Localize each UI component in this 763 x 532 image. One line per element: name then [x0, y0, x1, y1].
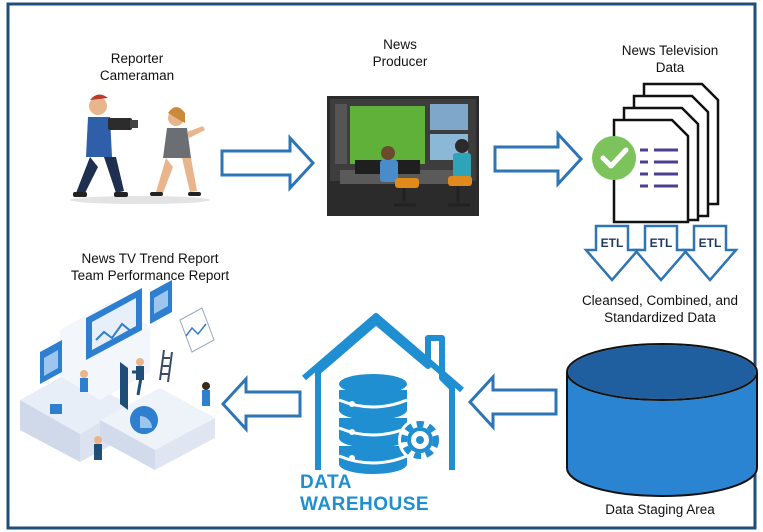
flow-arrow-warehouse-to-reports — [220, 375, 302, 433]
label-news-producer: News Producer — [372, 37, 428, 69]
database-cylinder-icon — [566, 343, 758, 497]
etl-label-2: ETL — [649, 236, 673, 250]
label-data-warehouse: DATA WAREHOUSE — [300, 472, 430, 515]
flow-arrow-staging-to-warehouse — [467, 373, 558, 431]
etl-label-3: ETL — [698, 236, 722, 250]
warehouse-house-icon — [302, 313, 464, 474]
database-stack-icon — [338, 374, 408, 474]
gear-icon — [398, 418, 442, 462]
flow-arrow-reporter-to-producer — [220, 134, 316, 192]
report-dashboard-illustration — [20, 280, 215, 470]
label-cleansed-data: Cleansed, Combined, and Standardized Dat… — [581, 293, 739, 325]
producer-studio-illustration — [327, 96, 479, 216]
label-reports: News TV Trend Report Team Performance Re… — [70, 251, 230, 283]
flow-arrow-producer-to-tv-data — [493, 130, 584, 188]
etl-arrow-1 — [583, 224, 641, 282]
diagram-frame — [6, 2, 757, 530]
etl-arrow-2 — [632, 224, 690, 282]
etl-label-1: ETL — [600, 236, 624, 250]
etl-arrow-3 — [681, 224, 739, 282]
etl-arrows — [583, 224, 739, 282]
reporter-cameraman-illustration — [70, 94, 210, 204]
document-stack-icon — [612, 82, 720, 224]
label-data-staging-area: Data Staging Area — [605, 502, 715, 517]
label-reporter-cameraman: Reporter Cameraman — [99, 51, 175, 83]
label-news-television-data: News Television Data — [621, 43, 719, 75]
checkmark-icon — [592, 136, 636, 180]
